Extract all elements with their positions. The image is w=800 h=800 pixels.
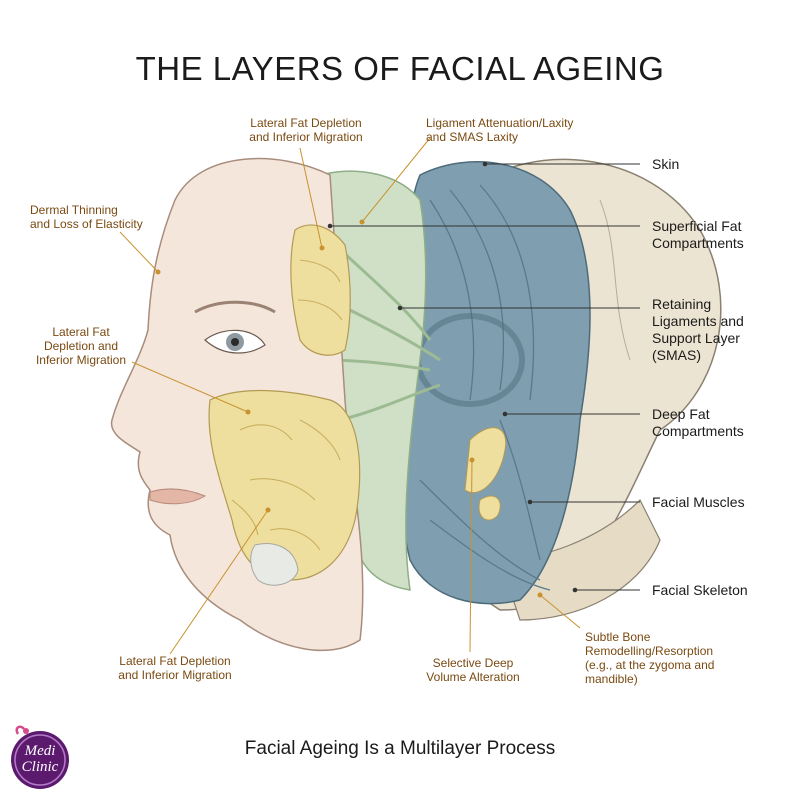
superficial-fat-cheek-shape	[208, 389, 361, 581]
leader-dot-3	[155, 269, 161, 275]
label-lateral-fat-bottom: Lateral Fat Depletion and Inferior Migra…	[118, 654, 232, 682]
medi-clinic-logo: Medi Clinic	[4, 720, 70, 792]
chin-pad-shape	[250, 543, 299, 586]
leader-line-5	[169, 509, 269, 655]
layer-dot-skin	[482, 161, 488, 167]
leader-dot-4	[245, 409, 251, 415]
layer-lines	[330, 163, 640, 591]
leader-dots	[155, 219, 543, 598]
eyebrow-shape	[194, 300, 276, 314]
layer-dot-facial-skeleton	[572, 587, 578, 593]
leader-dot-2	[359, 219, 365, 225]
leader-line-7	[539, 594, 581, 629]
pupil-shape	[231, 338, 239, 346]
deep-fat-pads-shape	[464, 427, 507, 521]
leader-dot-1	[319, 245, 325, 251]
layer-label-superficial-fat: Superficial Fat Compartments	[652, 218, 744, 251]
leader-line-2	[361, 137, 431, 223]
muscle-fibers-shape	[419, 184, 551, 591]
layer-label-skin: Skin	[652, 156, 680, 172]
lips-shape	[149, 488, 207, 505]
label-bone-remodelling: Subtle Bone Remodelling/Resorption (e.g.…	[585, 630, 715, 686]
layer-dot-facial-muscles	[527, 499, 533, 505]
logo-text-line2: Clinic	[21, 759, 59, 775]
leader-line-4	[131, 361, 249, 413]
logo-text-line1: Medi	[24, 743, 56, 759]
layer-dot-deep-fat	[502, 411, 508, 417]
leader-lines	[119, 137, 581, 655]
layer-label-facial-skeleton: Facial Skeleton	[652, 582, 748, 598]
leader-line-3	[119, 231, 159, 273]
layer-label-facial-muscles: Facial Muscles	[652, 494, 745, 510]
label-dermal-thinning: Dermal Thinning and Loss of Elasticity	[30, 203, 143, 231]
leader-line-1	[299, 147, 323, 249]
layer-label-retaining-ligaments: Retaining Ligaments and Support Layer (S…	[652, 296, 744, 363]
layer-dot-retaining-ligaments	[397, 305, 403, 311]
page-title: THE LAYERS OF FACIAL AGEING	[135, 50, 665, 87]
label-lateral-fat-top: Lateral Fat Depletion and Inferior Migra…	[249, 116, 363, 144]
fat-lobule-lines-shape	[231, 259, 343, 551]
label-ligament-attenuation: Ligament Attenuation/Laxity and SMAS Lax…	[426, 116, 574, 144]
leader-dot-5	[265, 507, 271, 513]
cranial-suture-shape	[599, 199, 631, 361]
layer-dot-superficial-fat	[327, 223, 333, 229]
leader-dot-7	[537, 592, 543, 598]
label-lateral-fat-middle: Lateral Fat Depletion and Inferior Migra…	[35, 325, 127, 367]
leader-dot-6	[469, 457, 475, 463]
layer-label-deep-fat: Deep Fat Compartments	[652, 406, 744, 439]
ligament-strands-shape	[318, 228, 441, 422]
page-caption: Facial Ageing Is a Multilayer Process	[244, 738, 556, 759]
layer-dots	[327, 161, 578, 593]
logo-badge-shape	[11, 725, 69, 789]
label-selective-deep-volume: Selective Deep Volume Alteration	[426, 656, 520, 684]
superficial-fat-forehead-shape	[290, 224, 351, 356]
leader-line-6	[469, 459, 473, 653]
